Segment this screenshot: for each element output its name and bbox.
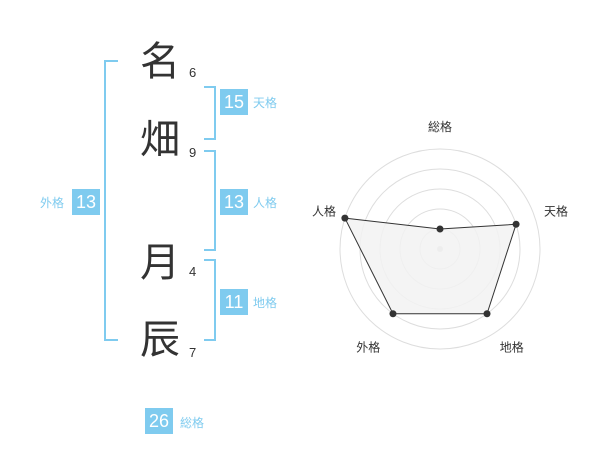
- name-char-2: 畑: [140, 117, 180, 163]
- radar-point-4: [389, 310, 397, 318]
- soukaku-badge: 26: [145, 408, 173, 434]
- radar-axis-label-5: 人格: [312, 203, 336, 218]
- stroke-count-1: 6: [189, 65, 197, 80]
- stroke-count-2: 9: [189, 145, 197, 160]
- radar-point-5: [341, 214, 349, 222]
- soukaku-label: 総格: [180, 416, 205, 430]
- chikaku-label: 地格: [253, 296, 278, 310]
- radar-point-3: [483, 310, 491, 318]
- jinkaku-badge: 13: [220, 189, 248, 215]
- radar-axis-label-3: 地格: [500, 340, 524, 355]
- gaikaku-bracket: [104, 60, 118, 341]
- gaikaku-badge: 13: [72, 189, 100, 215]
- gaikaku-label: 外格: [40, 196, 65, 210]
- radar-points: [341, 214, 520, 318]
- name-char-1: 名: [140, 39, 180, 85]
- chikaku-bracket: [204, 259, 216, 341]
- chikaku-badge: 11: [220, 289, 248, 315]
- jinkaku-label: 人格: [253, 196, 278, 210]
- stroke-count-3: 4: [189, 264, 197, 279]
- radar-axis-label-1: 総格: [428, 119, 452, 134]
- radar-axis-label-2: 天格: [544, 203, 568, 218]
- tenkaku-bracket: [204, 86, 216, 140]
- radar-point-2: [512, 220, 520, 228]
- jinkaku-bracket: [204, 150, 216, 251]
- tenkaku-label: 天格: [253, 96, 278, 110]
- radar-point-1: [436, 225, 444, 233]
- radar-ring-5: [339, 148, 541, 350]
- radar-area: [344, 217, 517, 315]
- stroke-count-4: 7: [189, 345, 197, 360]
- radar-axis-label-4: 外格: [356, 340, 380, 355]
- name-char-4: 辰: [140, 317, 180, 363]
- tenkaku-badge: 15: [220, 89, 248, 115]
- name-char-3: 月: [140, 240, 180, 286]
